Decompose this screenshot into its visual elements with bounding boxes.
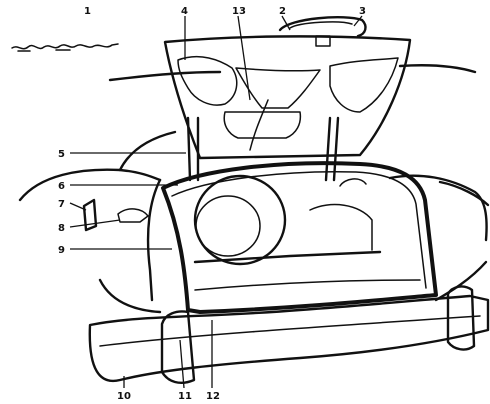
callout-1: 1 [84, 6, 91, 17]
callout-6: 6 [58, 181, 65, 192]
callout-leaders [69, 15, 363, 389]
lid-hinges [186, 99, 340, 182]
bumper-guards [160, 285, 476, 384]
callout-5: 5 [58, 149, 65, 160]
callout-11: 11 [178, 391, 192, 402]
spare-tire [193, 174, 287, 266]
tail-lamp [82, 198, 149, 232]
trunk-lid [163, 35, 412, 160]
callout-12: 12 [206, 391, 220, 402]
callout-4: 4 [181, 6, 188, 17]
trunk-handle [278, 16, 367, 47]
script-nameplate [11, 43, 119, 52]
callout-13: 13 [232, 6, 246, 17]
callout-7: 7 [58, 199, 65, 210]
trunk-floor [193, 178, 421, 291]
callout-10: 10 [117, 391, 131, 402]
callout-9: 9 [58, 245, 65, 256]
trunk-opening [161, 161, 438, 314]
callout-numbers: 1 2 3 4 5 6 7 8 9 10 11 12 13 [58, 6, 366, 402]
rear-bumper [88, 294, 490, 383]
callout-2: 2 [279, 6, 286, 17]
car-body [18, 64, 490, 314]
callout-8: 8 [58, 223, 65, 234]
callout-3: 3 [359, 6, 366, 17]
